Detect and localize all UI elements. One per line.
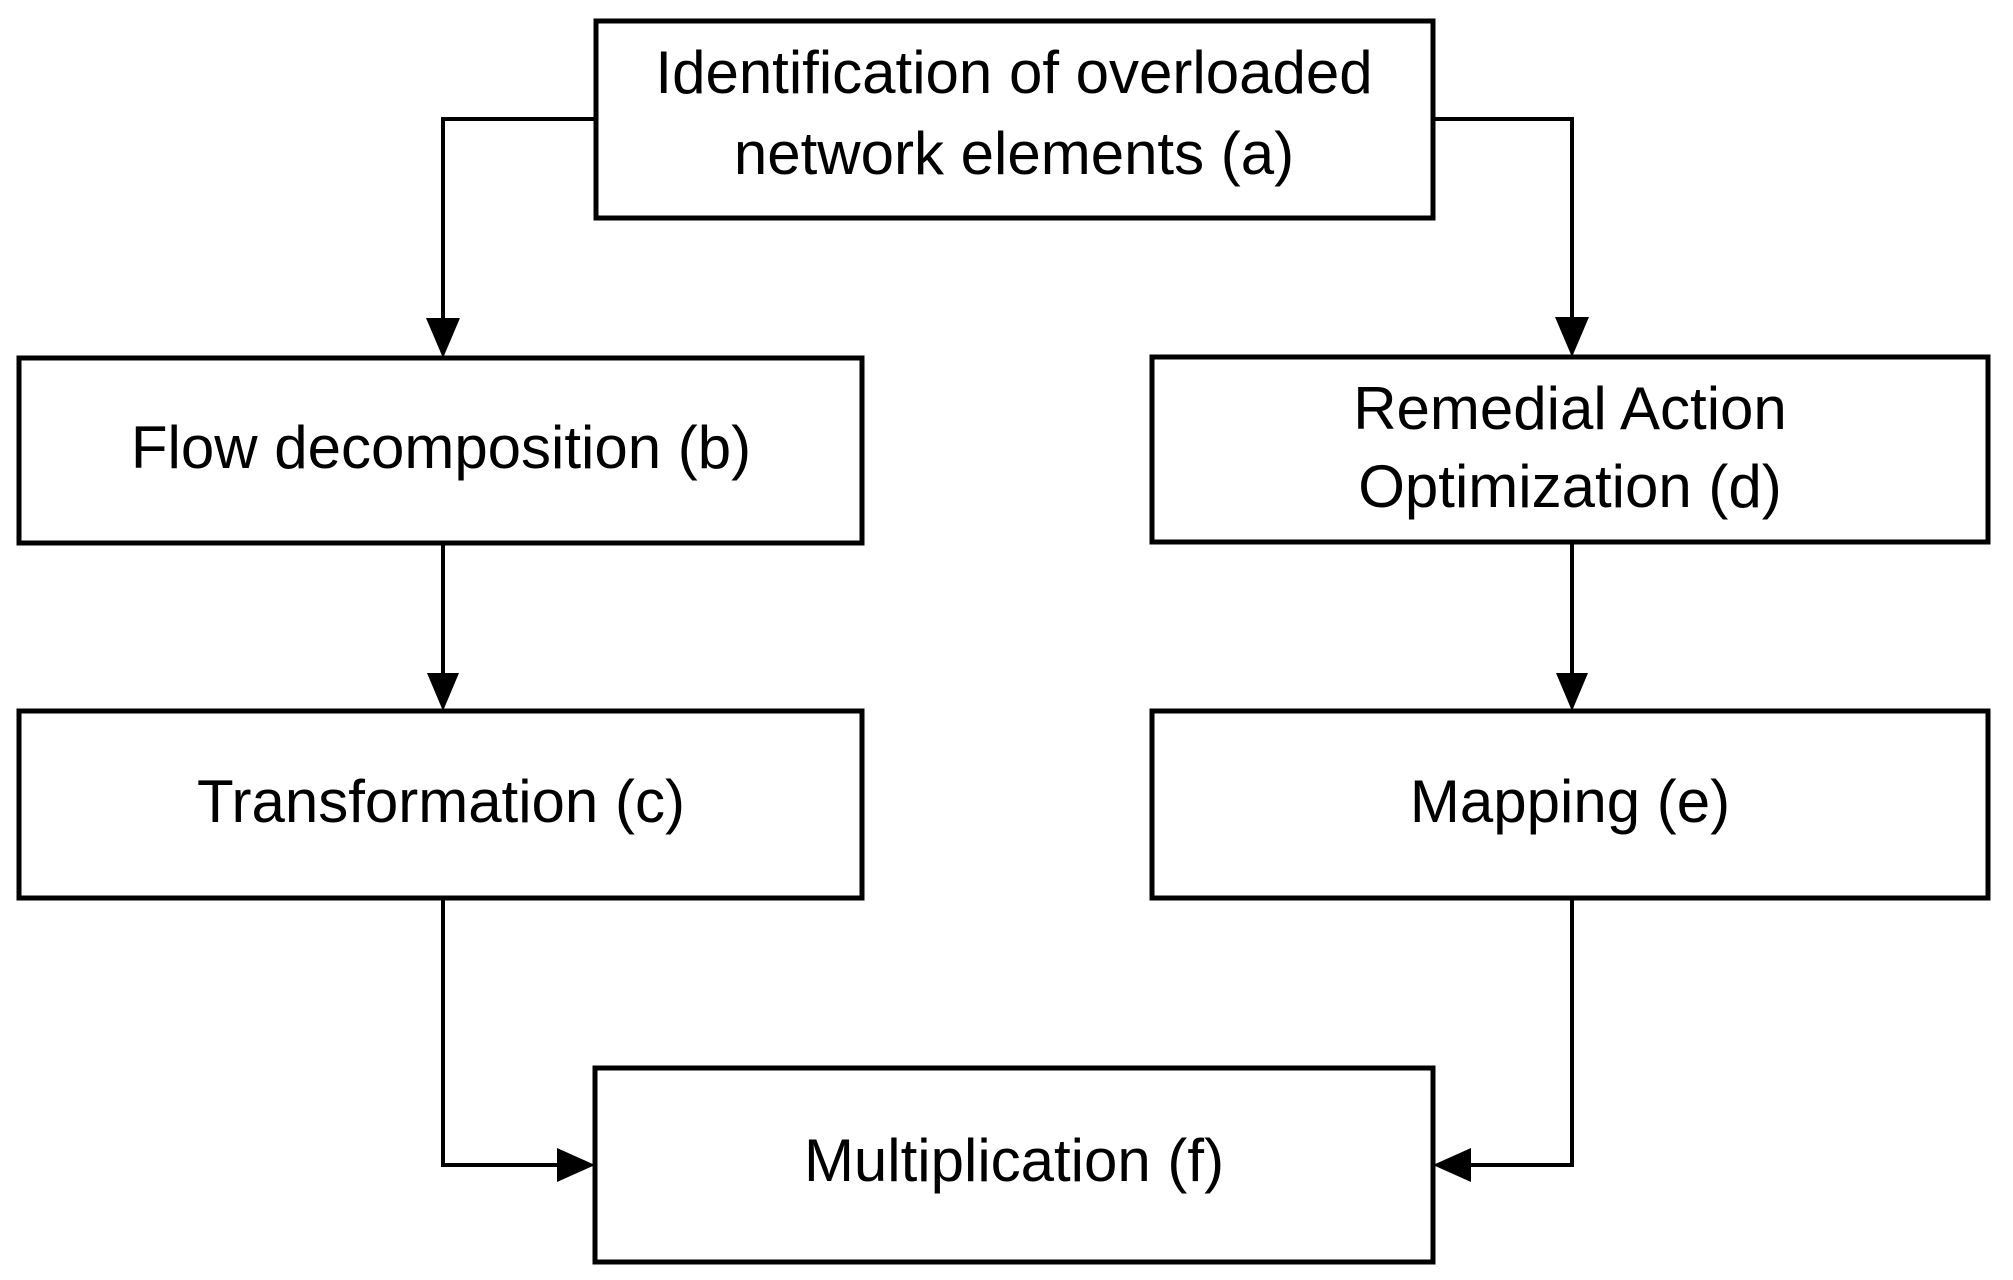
node-transformation[interactable]: Transformation (c) [16, 708, 865, 901]
edge-a-to-b [426, 117, 596, 358]
node-f-box[interactable] [592, 1065, 1436, 1265]
arrow-head-left-to-f [1433, 1148, 1471, 1182]
arrow-head-down-to-b [426, 318, 460, 358]
node-identification-of-overloaded-network-elements[interactable]: Identification of overloaded network ele… [593, 18, 1436, 221]
node-mapping[interactable]: Mapping (e) [1149, 708, 1991, 901]
edge-d-to-e [1556, 542, 1588, 711]
node-d-box[interactable] [1149, 354, 1991, 545]
node-e-label-line1: Mapping (e) [1410, 768, 1730, 835]
edge-e-to-f [1433, 898, 1574, 1182]
node-d-label-line1: Remedial Action [1353, 375, 1787, 442]
node-a-box[interactable] [593, 18, 1436, 221]
node-d-label-line2: Optimization (d) [1358, 453, 1781, 520]
node-remedial-action-optimization[interactable]: Remedial Action Optimization (d) [1149, 354, 1991, 545]
arrow-head-down-to-e [1556, 673, 1588, 711]
arrow-head-down-to-c [427, 673, 459, 711]
node-c-label-line1: Transformation (c) [197, 768, 685, 835]
node-c-box[interactable] [16, 708, 865, 901]
arrow-head-right-to-f [557, 1148, 595, 1182]
edge-b-to-c [427, 543, 459, 711]
edge-c-to-f [441, 898, 595, 1182]
node-flow-decomposition[interactable]: Flow decomposition (b) [16, 355, 865, 546]
node-b-box[interactable] [16, 355, 865, 546]
node-f-label-line1: Multiplication (f) [804, 1127, 1224, 1194]
node-a-label-line1: Identification of overloaded [655, 39, 1372, 106]
node-a-label-line2: network elements (a) [734, 120, 1294, 187]
node-multiplication[interactable]: Multiplication (f) [592, 1065, 1436, 1265]
node-e-box[interactable] [1149, 708, 1991, 901]
arrow-head-down-to-d [1555, 317, 1589, 357]
node-b-label-line1: Flow decomposition (b) [131, 414, 751, 481]
edge-a-to-d [1433, 117, 1589, 357]
